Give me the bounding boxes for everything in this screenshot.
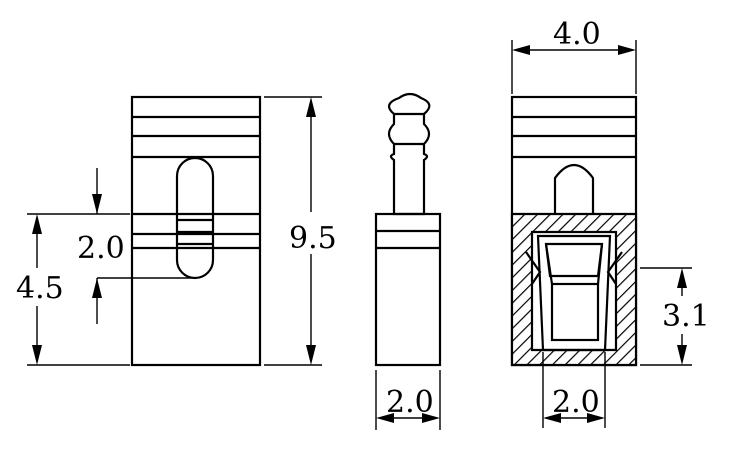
section-hatch xyxy=(510,212,638,367)
front-body-outline xyxy=(130,95,262,367)
dim-section-width: 4.0 xyxy=(511,17,637,94)
side-view xyxy=(374,92,442,367)
dim-9-5: 9.5 xyxy=(264,96,337,366)
section-contact-top xyxy=(544,242,604,278)
label-section-opening: 2.0 xyxy=(552,385,600,420)
section-view xyxy=(510,95,638,367)
section-contact xyxy=(536,234,612,352)
label-side-width: 2.0 xyxy=(386,385,434,420)
dim-side-width: 2.0 xyxy=(375,370,441,430)
section-latch-left xyxy=(525,251,542,285)
label-height-lower: 4.5 xyxy=(16,271,64,306)
front-view xyxy=(130,95,262,367)
dim-section-height: 3.1 xyxy=(640,267,710,366)
section-latch-right xyxy=(606,251,623,285)
label-section-height: 3.1 xyxy=(662,299,710,334)
dim-section-opening: 2.0 xyxy=(542,352,606,428)
label-slot-offset: 2.0 xyxy=(77,231,125,266)
dim-4-5: 4.5 xyxy=(16,213,130,366)
label-section-width: 4.0 xyxy=(553,17,601,52)
section-slot-top xyxy=(553,163,595,214)
dim-slot-offset: 2.0 xyxy=(77,168,195,324)
side-body-outline xyxy=(374,212,442,367)
front-slot xyxy=(175,156,215,280)
label-height-total: 9.5 xyxy=(289,221,337,256)
section-contact-window xyxy=(550,282,600,342)
side-pin-head xyxy=(387,92,431,216)
